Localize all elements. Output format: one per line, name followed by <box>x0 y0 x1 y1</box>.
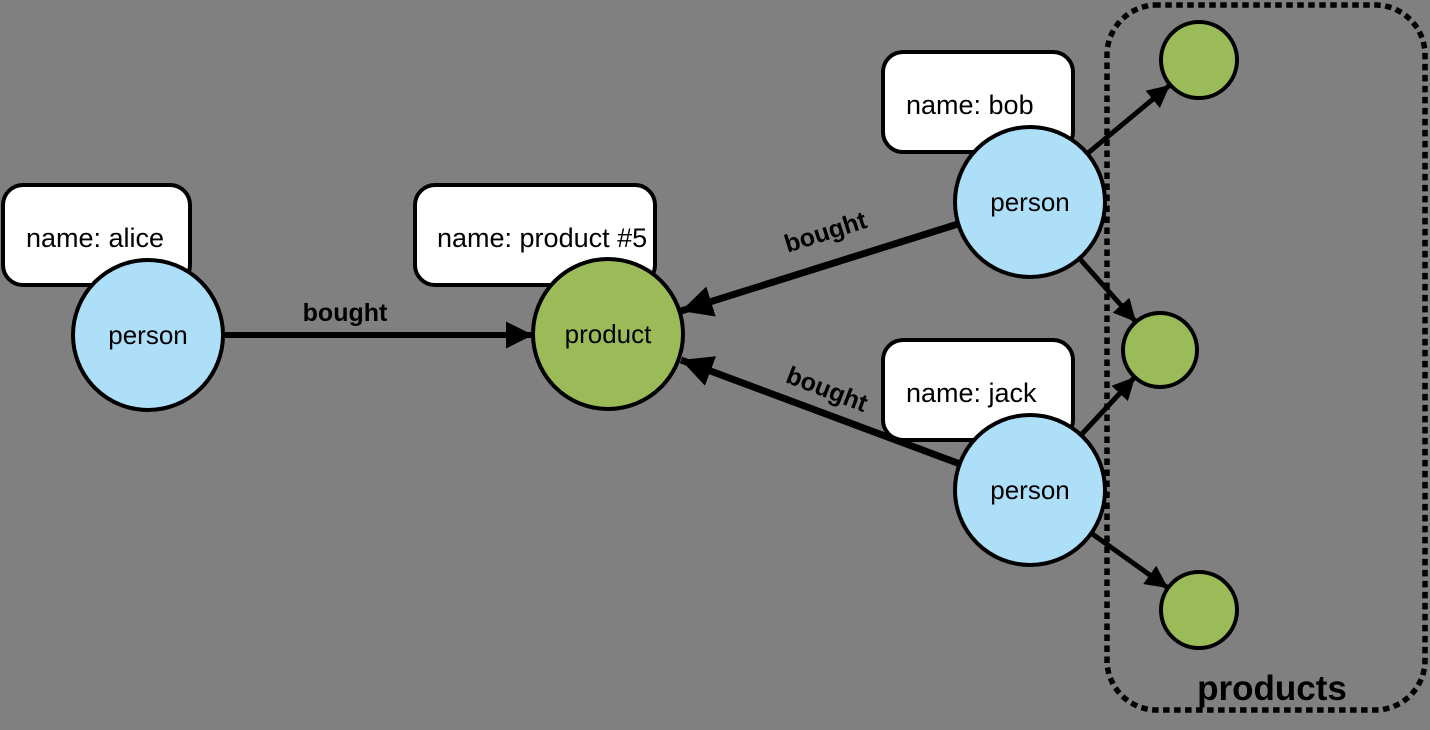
products-group-label: products <box>1197 669 1347 708</box>
edge-bob-product-top <box>1086 83 1172 155</box>
node-person-bob <box>953 125 1107 279</box>
edge-label-alice-bought: bought <box>303 299 388 327</box>
bob-property-text: name: bob <box>906 90 1034 120</box>
node-product-anon-top <box>1159 20 1239 100</box>
node-label-product: product <box>565 319 652 349</box>
node-person-jack <box>953 413 1107 567</box>
jack-property-text: name: jack <box>906 378 1037 408</box>
node-label-alice: person <box>108 320 188 350</box>
node-product-anon-middle <box>1121 311 1199 389</box>
node-label-bob: person <box>990 187 1070 217</box>
edge-bob-bought-product <box>679 220 960 317</box>
edge-jack-product-bottom <box>1089 530 1170 591</box>
edge-bob-product-middle <box>1077 256 1138 324</box>
edge-jack-product-middle <box>1079 375 1137 437</box>
product-property-text: name: product #5 <box>437 223 647 253</box>
edge-jack-bought-product <box>679 356 962 468</box>
products-group-box <box>1104 2 1428 713</box>
node-product-5 <box>531 257 685 411</box>
node-product-anon-bottom <box>1159 570 1239 650</box>
alice-property-text: name: alice <box>26 223 164 253</box>
node-label-jack: person <box>990 475 1070 505</box>
node-person-alice <box>71 258 225 412</box>
